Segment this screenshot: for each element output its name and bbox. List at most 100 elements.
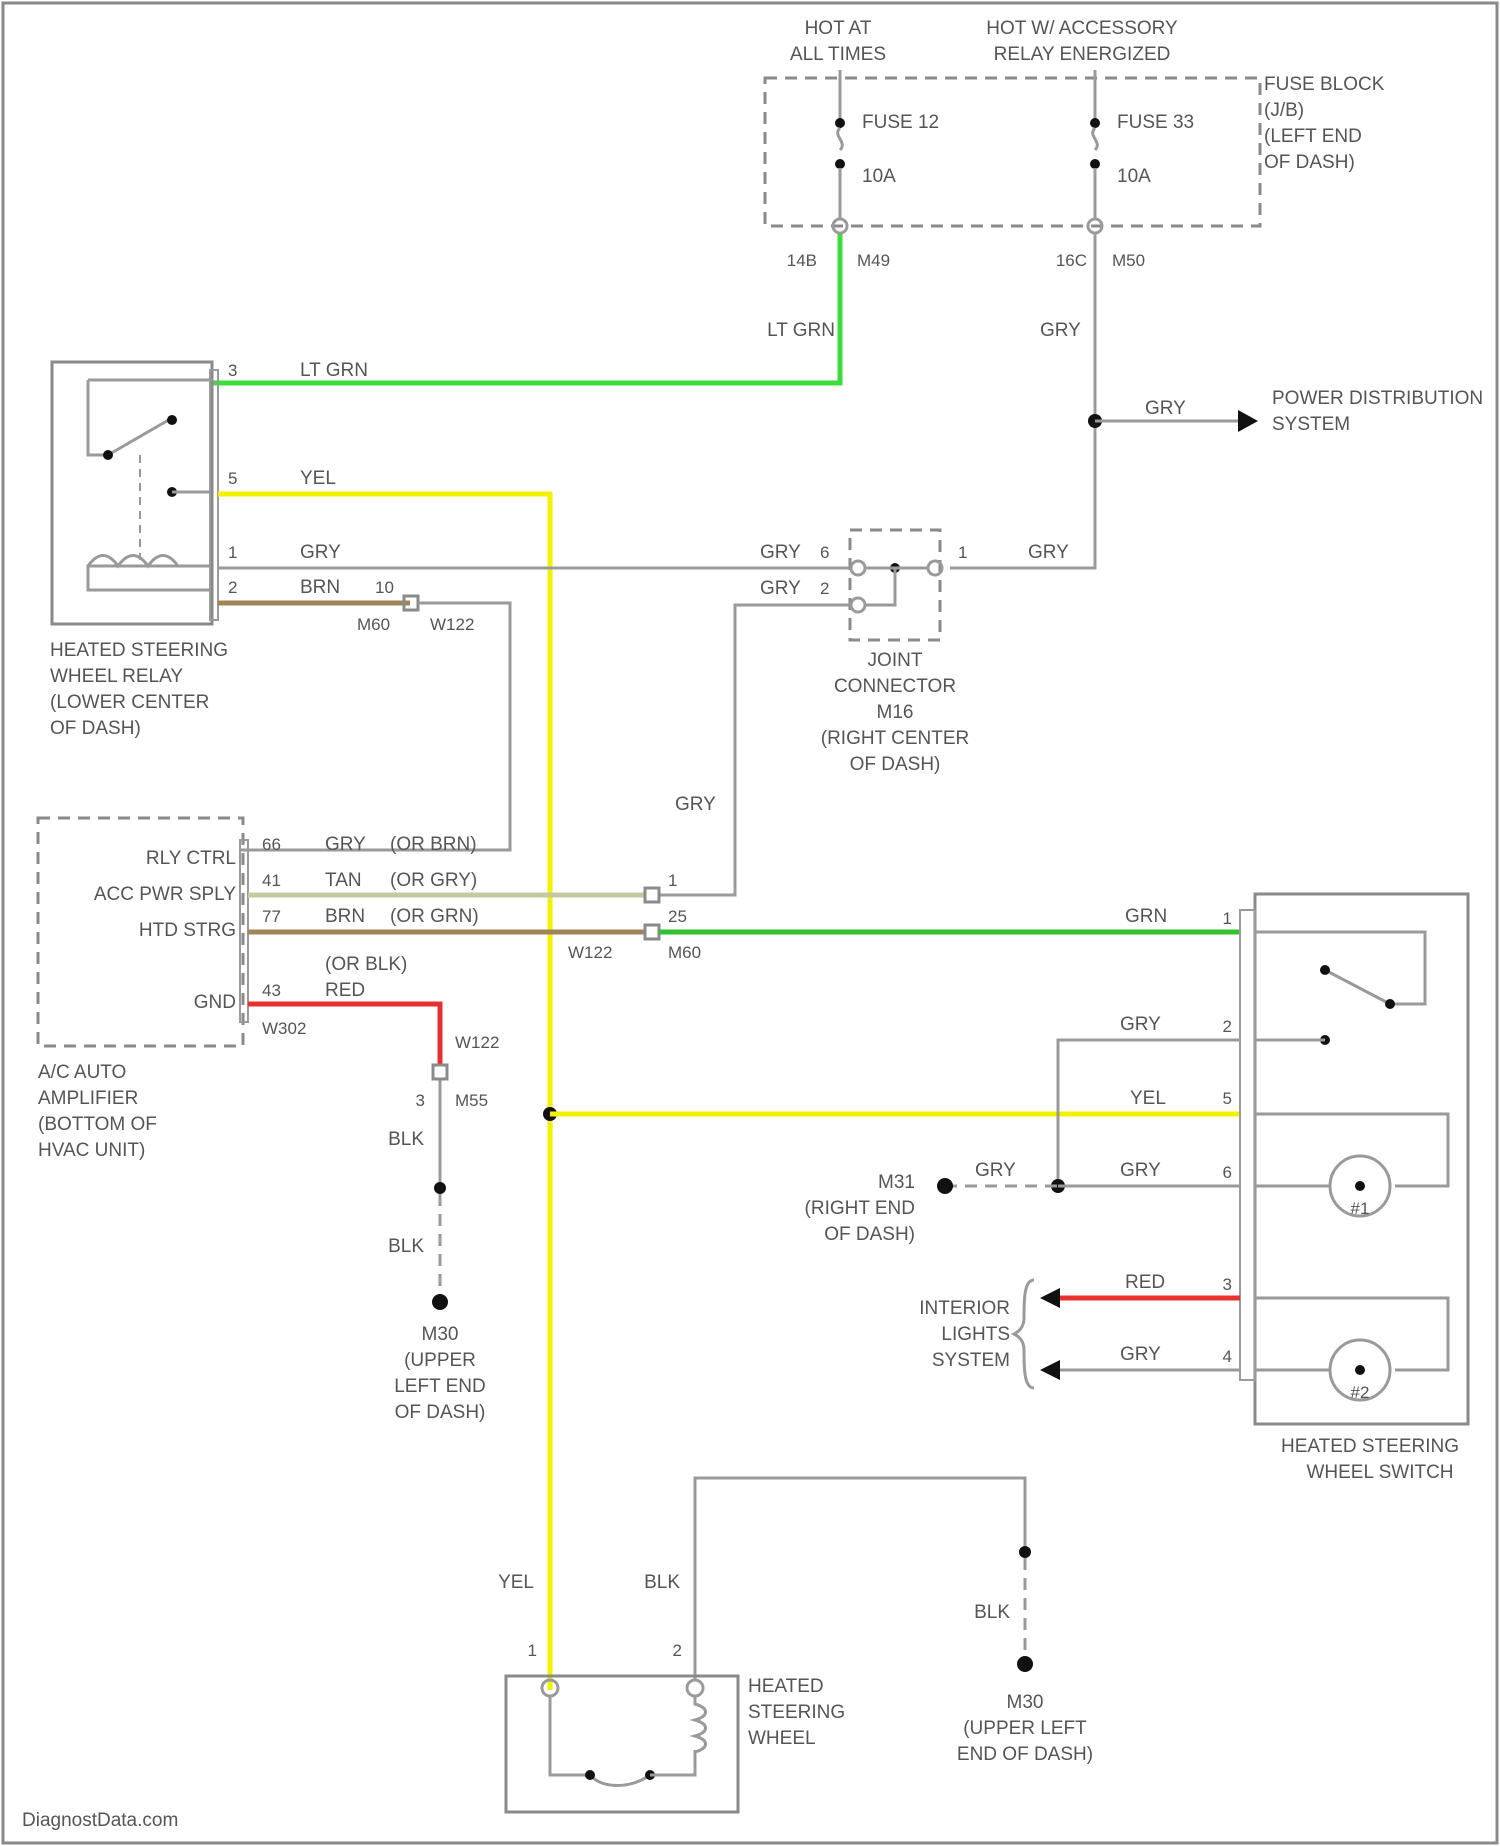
ground-right-mid-wire: GRY bbox=[975, 1160, 1016, 1181]
hvac-pin-66: 66 bbox=[262, 835, 281, 854]
switch-pin-4: 4 bbox=[1223, 1347, 1232, 1366]
svg-text:CONNECTOR: CONNECTOR bbox=[834, 676, 956, 697]
svg-text:M16: M16 bbox=[877, 702, 914, 723]
ground-bottom-wire: BLK bbox=[974, 1602, 1010, 1623]
svg-text:FUSE BLOCK: FUSE BLOCK bbox=[1264, 74, 1385, 95]
switch-pin-1: 1 bbox=[1223, 909, 1232, 928]
relay-label: HEATED STEERING WHEEL RELAY (LOWER CENTE… bbox=[50, 640, 228, 739]
hvac-gnd: GND bbox=[194, 992, 236, 1013]
svg-text:JOINT: JOINT bbox=[868, 650, 923, 671]
steering-wheel-pin-2: 2 bbox=[673, 1641, 682, 1660]
relay-pin-1: 1 bbox=[228, 543, 237, 562]
hvac-alt-brn: (OR BRN) bbox=[390, 834, 477, 855]
wire-blk-steering bbox=[695, 1478, 1025, 1680]
hvac-pin-43: 43 bbox=[262, 981, 281, 1000]
ground-bottom-label: M30 (UPPER LEFT END OF DASH) bbox=[957, 1692, 1093, 1765]
hvac-alt-grn: (OR GRN) bbox=[390, 906, 479, 927]
steering-wheel-body bbox=[506, 1676, 738, 1812]
steering-wheel-label: HEATED STEERING WHEEL bbox=[748, 1676, 845, 1749]
ground-bottom-splice bbox=[1019, 1546, 1031, 1558]
svg-text:(BOTTOM OF: (BOTTOM OF bbox=[38, 1114, 157, 1135]
svg-text:OF DASH): OF DASH) bbox=[850, 754, 941, 775]
switch-pin-6: 6 bbox=[1223, 1163, 1232, 1182]
ground-left-conn-b: M55 bbox=[455, 1091, 488, 1110]
joint-connector-label: JOINT CONNECTOR M16 (RIGHT CENTER OF DAS… bbox=[821, 650, 969, 775]
hot-in-accessory-line2: RELAY ENERGIZED bbox=[994, 44, 1171, 65]
svg-text:(J/B): (J/B) bbox=[1264, 100, 1304, 121]
hvac-wire-red: RED bbox=[325, 980, 365, 1001]
arrow-power-dist bbox=[1238, 410, 1258, 432]
ground-left-label: M30 (UPPER LEFT END OF DASH) bbox=[394, 1324, 486, 1423]
ground-bottom-terminal bbox=[1017, 1656, 1033, 1672]
hot-at-all-times-line1: HOT AT bbox=[805, 18, 872, 39]
switch-label: HEATED STEERING WHEEL SWITCH bbox=[1281, 1436, 1459, 1483]
ground-left-conn-a: W122 bbox=[455, 1033, 499, 1052]
fuse-b-pin: 16C bbox=[1056, 251, 1087, 270]
hot-at-all-times-line2: ALL TIMES bbox=[790, 44, 886, 65]
switch-wire-red: RED bbox=[1125, 1272, 1165, 1293]
power-dist-label-line2: SYSTEM bbox=[1272, 414, 1350, 435]
wire-gry-fuse-b bbox=[950, 234, 1095, 568]
wire-gry-rly-ctrl bbox=[240, 603, 510, 850]
fuse-12 bbox=[833, 70, 847, 233]
hvac-wire-brn: BRN bbox=[325, 906, 365, 927]
fuse-block-label: FUSE BLOCK (J/B) (LEFT END OF DASH) bbox=[1264, 74, 1385, 173]
relay-pin-5: 5 bbox=[228, 469, 237, 488]
watermark: DiagnostData.com bbox=[22, 1810, 178, 1831]
svg-text:OF DASH): OF DASH) bbox=[1264, 152, 1355, 173]
joint-wire-in-top: GRY bbox=[760, 542, 801, 563]
hvac-pin-77: 77 bbox=[262, 907, 281, 926]
switch-pin-3: 3 bbox=[1223, 1275, 1232, 1294]
svg-text:M30: M30 bbox=[1007, 1692, 1044, 1713]
svg-text:WHEEL: WHEEL bbox=[748, 1728, 816, 1749]
hvac-inline-connector-a bbox=[645, 888, 659, 902]
svg-text:HVAC UNIT): HVAC UNIT) bbox=[38, 1140, 145, 1161]
svg-text:HEATED: HEATED bbox=[748, 1676, 824, 1697]
switch-pin-2: 2 bbox=[1223, 1017, 1232, 1036]
hot-in-accessory-line1: HOT W/ ACCESSORY bbox=[986, 18, 1178, 39]
ground-left-wire-a: BLK bbox=[388, 1129, 424, 1150]
relay-brn-pin: 10 bbox=[375, 578, 394, 597]
hvac-inline-a-pin: 1 bbox=[668, 871, 677, 890]
hvac-inline-conn-b: M60 bbox=[668, 943, 701, 962]
ground-left-pin: 3 bbox=[416, 1091, 425, 1110]
relay-wire-lt-grn: LT GRN bbox=[300, 360, 368, 381]
relay-pin-2: 2 bbox=[228, 578, 237, 597]
interior-lights-brace bbox=[1014, 1280, 1034, 1388]
wire-yel bbox=[218, 494, 550, 1690]
ground-left-wire-b: BLK bbox=[388, 1236, 424, 1257]
power-dist-label-line1: POWER DISTRIBUTION bbox=[1272, 388, 1483, 409]
arrow-interior-gry bbox=[1040, 1360, 1060, 1380]
joint-wire-in-bottom: GRY bbox=[760, 578, 801, 599]
relay-brn-conn-b: W122 bbox=[430, 615, 474, 634]
hvac-inline-conn-a: W122 bbox=[568, 943, 612, 962]
hvac-gnd-conn: W302 bbox=[262, 1019, 306, 1038]
switch-wire-gry-2: GRY bbox=[1120, 1014, 1161, 1035]
switch-wire-gry-6: GRY bbox=[1120, 1160, 1161, 1181]
switch-lamp-1: #1 bbox=[1351, 1199, 1370, 1218]
relay-wire-gry: GRY bbox=[300, 542, 341, 563]
wire-gry-fuse-b-label: GRY bbox=[1040, 320, 1081, 341]
ground-left-splice bbox=[434, 1182, 446, 1194]
hvac-htd-strg: HTD STRG bbox=[139, 920, 236, 941]
fuse-a-pin: 14B bbox=[787, 251, 817, 270]
hvac-wire-tan: TAN bbox=[325, 870, 362, 891]
svg-text:(RIGHT CENTER: (RIGHT CENTER bbox=[821, 728, 969, 749]
svg-text:(RIGHT END: (RIGHT END bbox=[805, 1198, 915, 1219]
wire-lt-grn-label-vert: LT GRN bbox=[767, 320, 835, 341]
svg-text:LEFT END: LEFT END bbox=[394, 1376, 486, 1397]
hvac-inline-b-pin: 25 bbox=[668, 907, 687, 926]
joint-pin-6: 6 bbox=[820, 543, 829, 562]
hvac-wire-gry: GRY bbox=[325, 834, 366, 855]
svg-text:OF DASH): OF DASH) bbox=[395, 1402, 486, 1423]
svg-text:(LEFT END: (LEFT END bbox=[1264, 126, 1362, 147]
ground-right-mid-label: M31 (RIGHT END OF DASH) bbox=[805, 1172, 915, 1245]
fuse-a-rating: 10A bbox=[862, 166, 896, 187]
joint-wire-out: GRY bbox=[1028, 542, 1069, 563]
svg-text:WHEEL SWITCH: WHEEL SWITCH bbox=[1306, 1462, 1453, 1483]
joint-connector-body bbox=[851, 561, 942, 612]
relay-brn-conn-a: M60 bbox=[357, 615, 390, 634]
svg-text:(LOWER CENTER: (LOWER CENTER bbox=[50, 692, 209, 713]
switch-wire-yel: YEL bbox=[1130, 1088, 1166, 1109]
